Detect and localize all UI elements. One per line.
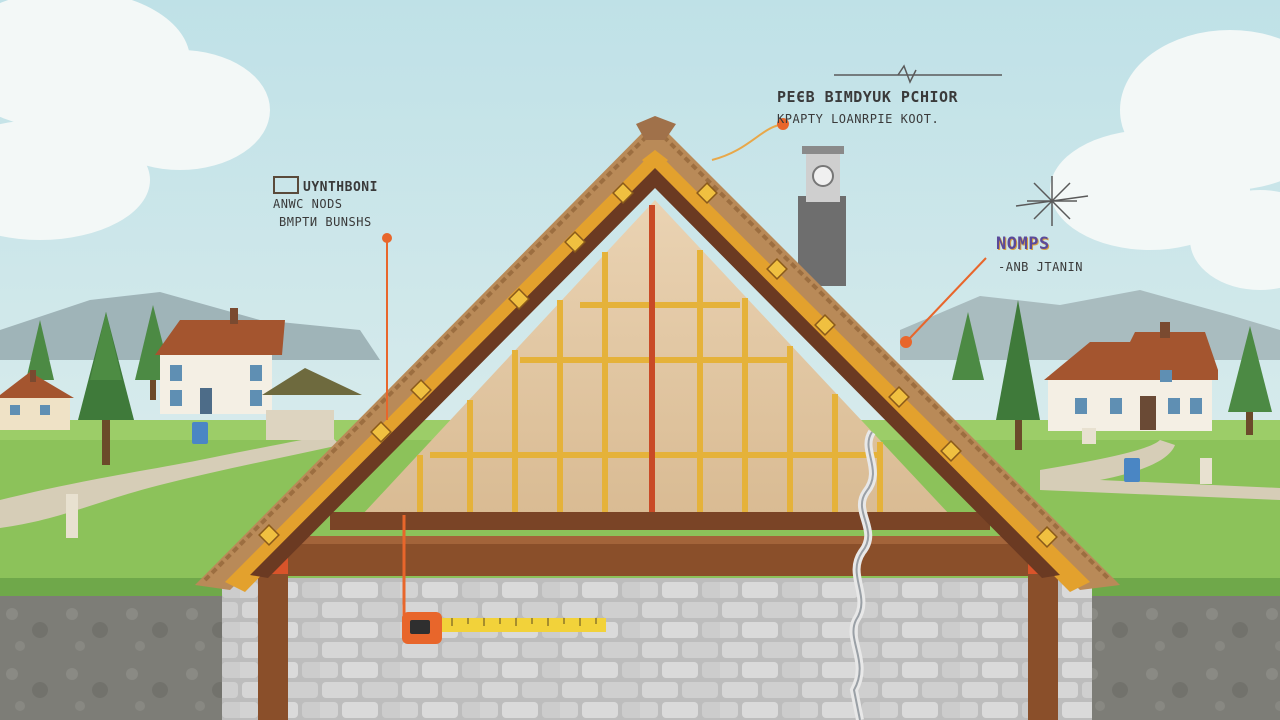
chimney [798,146,846,286]
paths [0,435,1280,528]
callout-left: UYNTHBONI ANWC NODS BMPTИ BUNSHS [273,176,378,229]
callout-top: PEЄB BIMDYUK PCHIOR KPAPTY LOANRPIE KOOT… [777,88,958,126]
house-left-large [155,308,362,440]
callout-right-line2: -ANB JTANIN [998,260,1083,274]
callout-right-line1: NOMPS [996,234,1050,254]
yard-props [66,422,1212,538]
thatch-roof [195,116,1120,590]
flexible-duct-shadow [852,431,874,720]
callout-right: NOMPS -ANB JTANIN [996,234,1083,274]
trees-right [952,300,1272,450]
callout-left-line2: ANWC NODS [273,197,343,211]
square-icon [273,176,299,194]
clouds [0,0,1280,290]
tape-measure-icon [402,515,606,644]
house-right [1044,322,1218,431]
callout-top-line2: KPAPTY LOANRPIE KOOT. [777,112,940,126]
house-left-small [0,370,74,430]
rafters [225,150,1090,592]
callout-top-line1: PEЄB BIMDYUK PCHIOR [777,88,959,106]
attic-floor [330,512,990,530]
starburst-icon [1015,176,1089,226]
stone-foundation [222,578,1092,720]
callout-left-line1: UYNTHBONI [303,180,378,195]
callout-left-line3: BMPTИ BUNSHS [279,215,372,229]
callout-leaders [382,64,1002,420]
rafter-brackets [258,182,1058,548]
